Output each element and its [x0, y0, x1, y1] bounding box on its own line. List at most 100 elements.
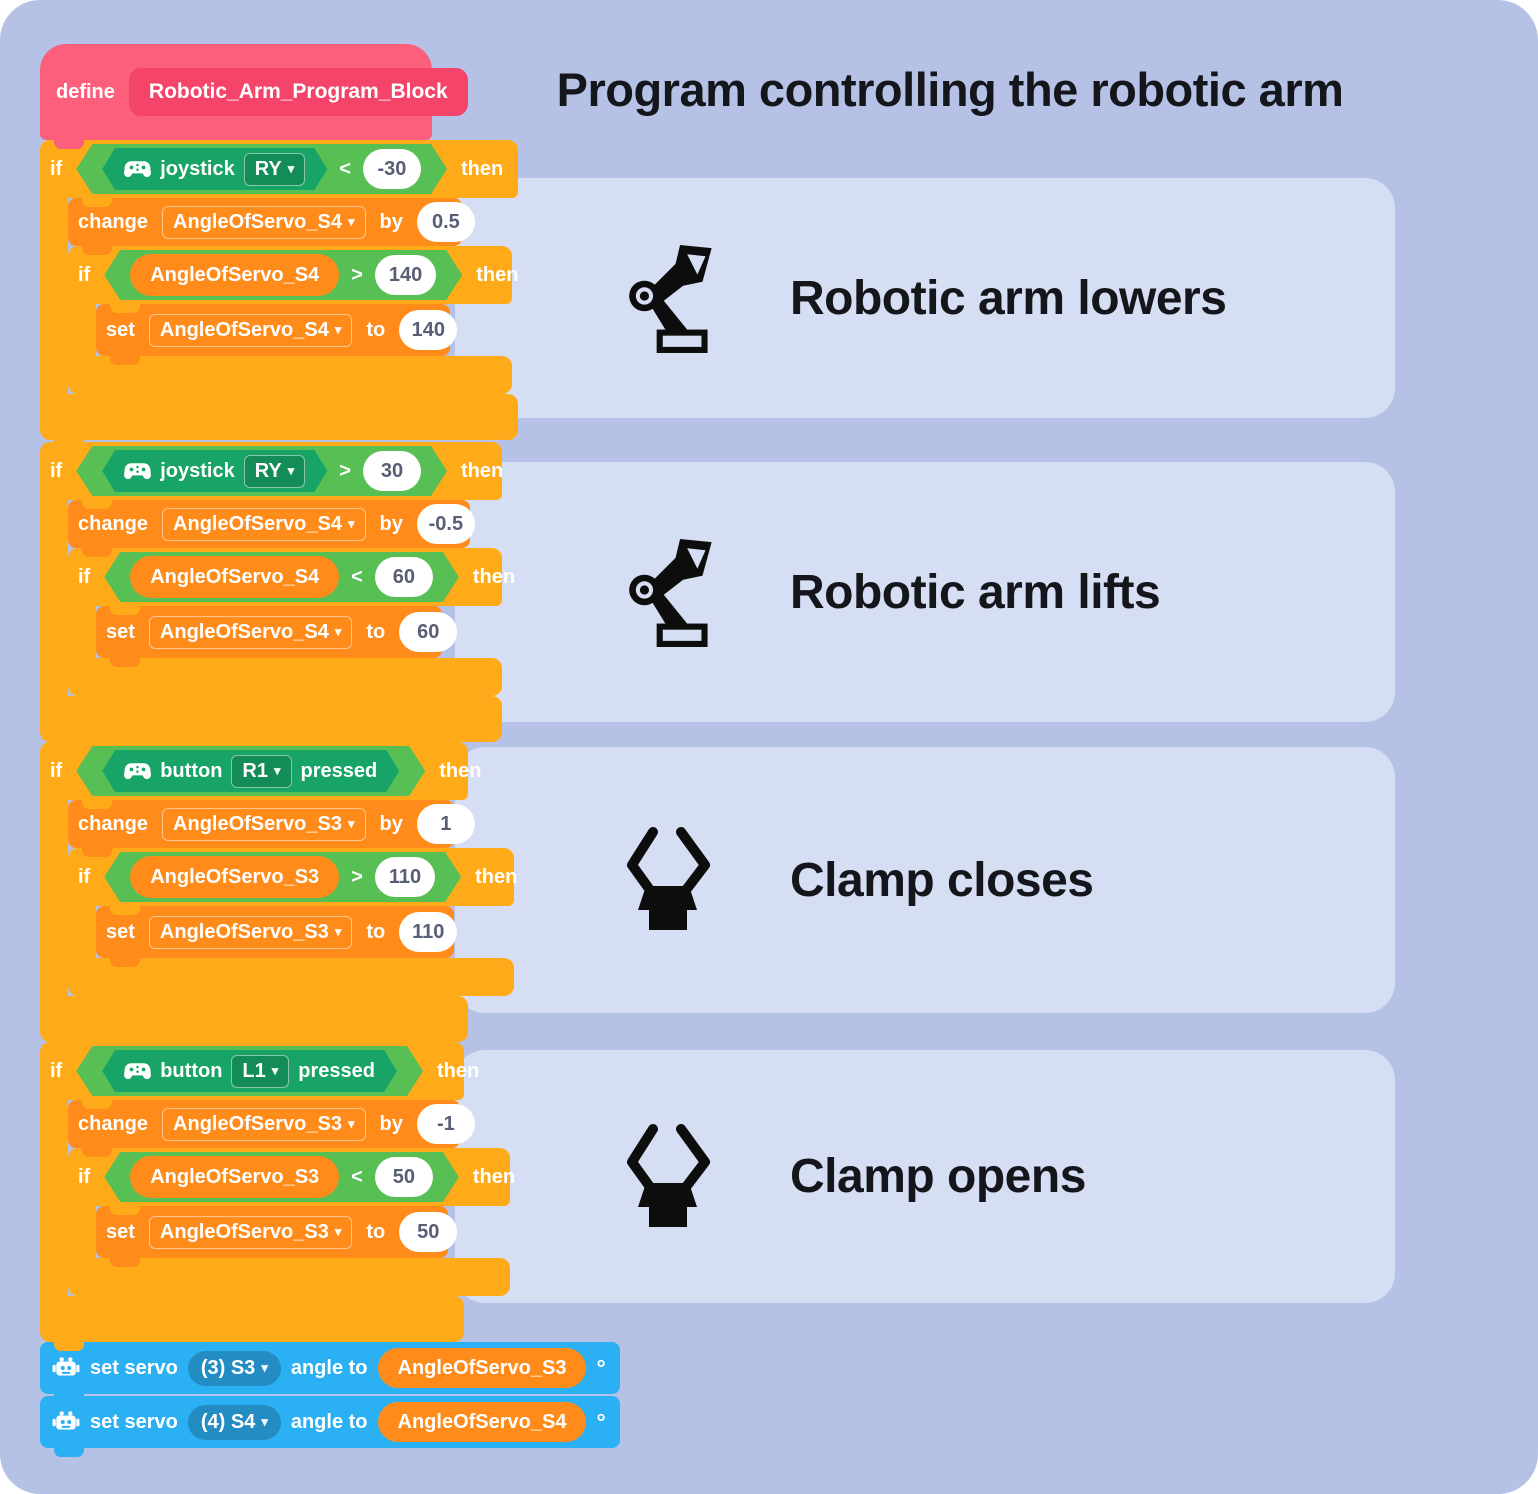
number-input[interactable]: 140	[399, 310, 458, 350]
comparison-condition[interactable]: AngleOfServo_S3 < 50	[104, 1152, 459, 1202]
variable-reporter[interactable]: AngleOfServo_S3	[130, 1156, 339, 1198]
number-input[interactable]: 60	[399, 612, 458, 652]
inner-if-block-foot[interactable]	[68, 658, 502, 705]
pressed-label: pressed	[298, 1059, 375, 1082]
variable-dropdown[interactable]: AngleOfServo_S4▾	[162, 205, 366, 239]
comparison-condition[interactable]: AngleOfServo_S3 > 110	[104, 852, 461, 902]
comparison-condition[interactable]: button R1▾ pressed	[76, 746, 425, 796]
set-servo-block[interactable]: set servo (4) S4▾ angle to AngleOfServo_…	[40, 1396, 620, 1457]
if-block-header[interactable]: if joystick RY▾ > 30 then	[40, 442, 504, 509]
card-label: Clamp opens	[790, 1150, 1086, 1203]
variable-dropdown[interactable]: AngleOfServo_S3▾	[148, 1215, 353, 1249]
change-variable-block[interactable]: change AngleOfServo_S4▾ by 0.5	[68, 198, 475, 255]
card-robotic-arm-lifts: Robotic arm lifts	[455, 462, 1395, 722]
number-input[interactable]: 60	[375, 557, 433, 597]
number-input[interactable]: 140	[375, 255, 436, 295]
if-block-arm[interactable]	[40, 198, 68, 394]
chevron-down-icon: ▾	[347, 816, 355, 831]
if-block-foot[interactable]	[40, 996, 468, 1051]
set-label: set	[106, 1220, 135, 1243]
variable-dropdown[interactable]: AngleOfServo_S4▾	[148, 615, 353, 649]
by-label: by	[379, 812, 403, 835]
number-input[interactable]: 50	[399, 1212, 458, 1252]
gamepad-icon	[124, 462, 151, 480]
comparison-condition[interactable]: AngleOfServo_S4 > 140	[104, 250, 462, 300]
comparison-condition[interactable]: button L1▾ pressed	[76, 1046, 423, 1096]
button-dropdown[interactable]: R1▾	[231, 755, 291, 788]
set-variable-block[interactable]: set AngleOfServo_S3▾ to 50	[96, 1206, 458, 1267]
number-input[interactable]: -0.5	[416, 504, 475, 544]
if-block-foot[interactable]	[40, 394, 518, 449]
set-variable-block[interactable]: set AngleOfServo_S4▾ to 60	[96, 606, 458, 667]
variable-dropdown[interactable]: AngleOfServo_S4▾	[148, 313, 353, 347]
variable-reporter[interactable]: AngleOfServo_S4	[130, 556, 339, 598]
number-input[interactable]: 110	[399, 912, 458, 952]
change-variable-block[interactable]: change AngleOfServo_S3▾ by -1	[68, 1100, 475, 1157]
inner-if-block-header[interactable]: if AngleOfServo_S3 < 50 then	[68, 1148, 515, 1215]
gamepad-boolean-block[interactable]: button R1▾ pressed	[102, 750, 399, 792]
set-variable-block[interactable]: set AngleOfServo_S4▾ to 140	[96, 304, 458, 365]
if-block-foot[interactable]	[40, 696, 502, 751]
variable-reporter[interactable]: AngleOfServo_S4	[377, 1402, 587, 1442]
button-dropdown[interactable]: L1▾	[231, 1055, 289, 1088]
servo-port-dropdown[interactable]: (4) S4▾	[187, 1404, 281, 1440]
number-input[interactable]: -30	[363, 149, 421, 189]
if-block-arm[interactable]	[40, 1100, 68, 1296]
variable-reporter[interactable]: AngleOfServo_S3	[377, 1348, 587, 1388]
card-label: Clamp closes	[790, 853, 1094, 907]
inner-if-block-arm[interactable]	[68, 304, 96, 356]
change-variable-block[interactable]: change AngleOfServo_S4▾ by -0.5	[68, 500, 475, 557]
set-variable-block[interactable]: set AngleOfServo_S3▾ to 110	[96, 906, 458, 967]
if-block-header[interactable]: if joystick RY▾ < -30 then	[40, 140, 518, 207]
variable-dropdown[interactable]: AngleOfServo_S3▾	[148, 915, 353, 949]
if-block-arm[interactable]	[40, 500, 68, 696]
page-title: Program controlling the robotic arm	[556, 63, 1344, 116]
inner-if-block-header[interactable]: if AngleOfServo_S4 < 60 then	[68, 548, 515, 615]
variable-dropdown[interactable]: AngleOfServo_S3▾	[162, 807, 366, 841]
number-input[interactable]: 110	[375, 857, 435, 897]
variable-dropdown[interactable]: AngleOfServo_S4▾	[162, 507, 366, 541]
operator-label: <	[351, 565, 363, 588]
pressed-label: pressed	[300, 759, 378, 782]
inner-if-block-header[interactable]: if AngleOfServo_S3 > 110 then	[68, 848, 517, 915]
comparison-condition[interactable]: joystick RY▾ > 30	[76, 446, 447, 496]
axis-dropdown[interactable]: RY▾	[244, 455, 306, 488]
device-label: joystick	[160, 459, 235, 482]
change-variable-block[interactable]: change AngleOfServo_S3▾ by 1	[68, 800, 475, 857]
if-block-header[interactable]: if button R1▾ pressed then	[40, 742, 481, 809]
gamepad-boolean-block[interactable]: joystick RY▾	[102, 450, 327, 492]
gamepad-boolean-block[interactable]: joystick RY▾	[102, 148, 327, 190]
variable-reporter[interactable]: AngleOfServo_S4	[130, 254, 339, 296]
inner-if-block-arm[interactable]	[68, 606, 96, 658]
if-block-foot[interactable]	[40, 1296, 464, 1351]
clamp-icon	[620, 1116, 732, 1238]
servo-port-dropdown[interactable]: (3) S3▾	[187, 1350, 281, 1386]
comparison-condition[interactable]: AngleOfServo_S4 < 60	[104, 552, 459, 602]
custom-block-name[interactable]: Robotic_Arm_Program_Block	[128, 68, 468, 116]
variable-reporter[interactable]: AngleOfServo_S3	[130, 856, 339, 898]
number-input[interactable]: 1	[416, 804, 475, 844]
number-input[interactable]: 30	[363, 451, 421, 491]
comparison-condition[interactable]: joystick RY▾ < -30	[76, 144, 447, 194]
then-label: then	[460, 459, 504, 482]
axis-dropdown[interactable]: RY▾	[244, 153, 306, 186]
to-label: to	[366, 620, 386, 643]
set-servo-block[interactable]: set servo (3) S3▾ angle to AngleOfServo_…	[40, 1342, 620, 1403]
inner-if-block-foot[interactable]	[68, 356, 512, 403]
number-input[interactable]: -1	[416, 1104, 475, 1144]
chevron-down-icon: ▾	[261, 1414, 268, 1429]
inner-if-block-arm[interactable]	[68, 1206, 96, 1258]
device-label: joystick	[160, 157, 235, 180]
inner-if-block-foot[interactable]	[68, 1258, 510, 1305]
variable-dropdown[interactable]: AngleOfServo_S3▾	[162, 1107, 366, 1141]
number-input[interactable]: 0.5	[416, 202, 475, 242]
number-input[interactable]: 50	[375, 1157, 433, 1197]
inner-if-block-arm[interactable]	[68, 906, 96, 958]
inner-if-block-foot[interactable]	[68, 958, 514, 1005]
if-block-header[interactable]: if button L1▾ pressed then	[40, 1042, 479, 1109]
gamepad-boolean-block[interactable]: button L1▾ pressed	[102, 1050, 397, 1092]
if-block-arm[interactable]	[40, 800, 68, 996]
inner-if-block-header[interactable]: if AngleOfServo_S4 > 140 then	[68, 246, 518, 313]
define-hat-block[interactable]: define Robotic_Arm_Program_Block	[40, 44, 468, 149]
